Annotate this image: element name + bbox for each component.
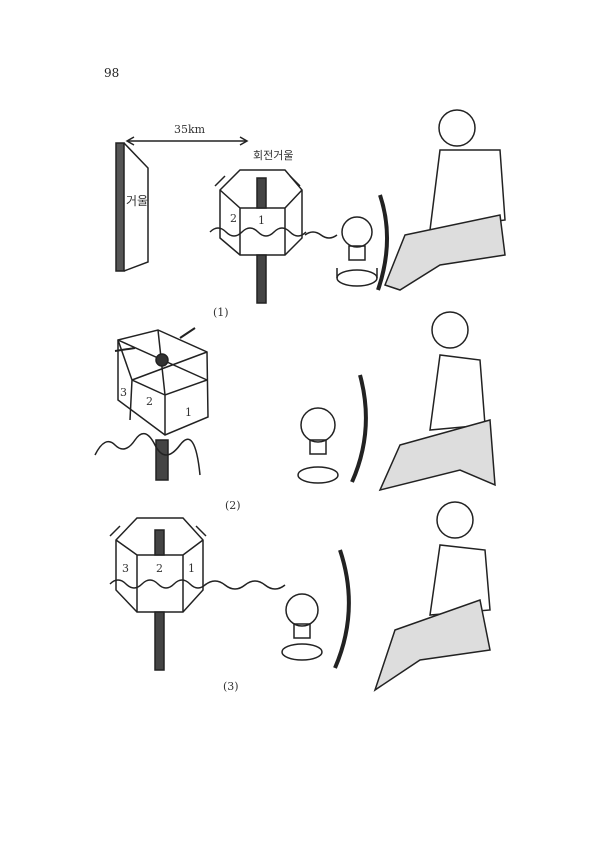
face-2: 2 bbox=[156, 562, 163, 575]
light-bulb bbox=[297, 407, 339, 484]
observer-2 bbox=[378, 311, 496, 492]
screen bbox=[333, 549, 351, 669]
face-3: 3 bbox=[120, 386, 127, 399]
observer-3 bbox=[373, 501, 491, 692]
face-2: 2 bbox=[230, 212, 237, 225]
caption-2: (2) bbox=[225, 499, 241, 512]
mirror-label: 거울 bbox=[126, 194, 148, 208]
light-bulb bbox=[281, 593, 323, 661]
panel-2: 3 2 1 (2) bbox=[94, 311, 496, 512]
distance-arrow: 35km bbox=[125, 123, 249, 146]
screen bbox=[376, 194, 389, 291]
page-number: 98 bbox=[104, 66, 120, 80]
light-bulb bbox=[336, 216, 378, 287]
caption-1: (1) bbox=[213, 306, 229, 319]
face-1: 1 bbox=[188, 562, 195, 575]
distance-label: 35km bbox=[174, 123, 206, 136]
observer-1 bbox=[384, 109, 506, 291]
face-3: 3 bbox=[122, 562, 129, 575]
panel-3: 3 2 1 (3) bbox=[109, 501, 491, 693]
face-1: 1 bbox=[258, 214, 265, 227]
rotating-mirror: 3 2 1 bbox=[94, 327, 209, 481]
face-1: 1 bbox=[185, 406, 192, 419]
face-2: 2 bbox=[146, 395, 153, 408]
fixed-mirror: 거울 bbox=[115, 142, 149, 272]
caption-3: (3) bbox=[223, 680, 239, 693]
light-beam bbox=[304, 231, 338, 239]
rotating-mirror-label: 회전거울 bbox=[253, 149, 293, 162]
screen bbox=[350, 374, 368, 483]
light-beam bbox=[204, 580, 286, 590]
rotating-mirror: 3 2 1 bbox=[109, 517, 207, 671]
rotating-mirror: 2 1 bbox=[209, 169, 307, 304]
panel-1: 거울 35km 회전거울 2 1 bbox=[115, 109, 506, 319]
